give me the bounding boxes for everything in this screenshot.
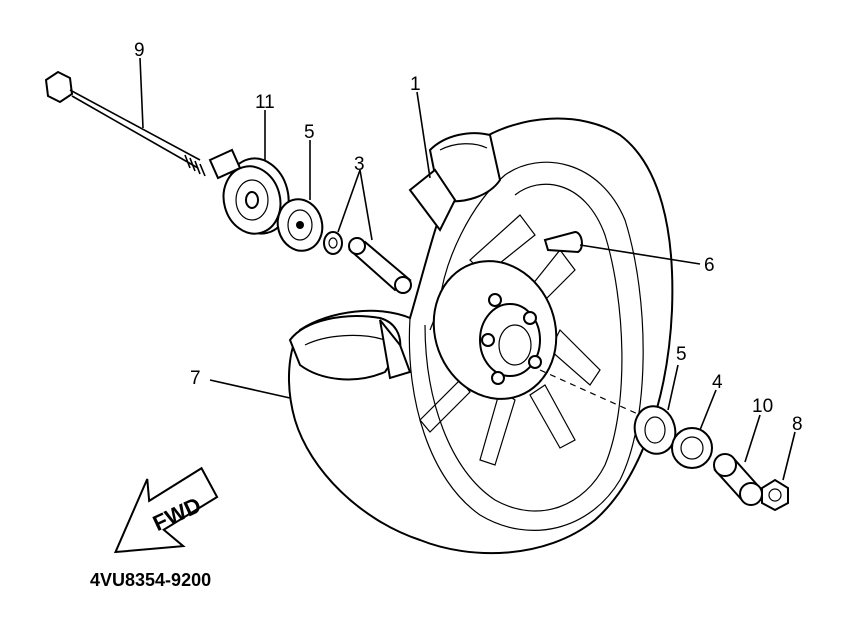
oil-seal-right [671, 389, 717, 469]
callout-5-right: 5 [676, 344, 687, 365]
wheel-hub [432, 260, 558, 400]
collar-left [348, 237, 412, 294]
callout-1: 1 [410, 74, 421, 95]
callout-10: 10 [752, 396, 773, 417]
callout-3: 3 [354, 154, 365, 175]
callout-11: 11 [255, 92, 275, 113]
callout-6: 6 [704, 255, 715, 276]
callout-8: 8 [792, 414, 803, 435]
callout-7: 7 [190, 368, 201, 389]
bearing-left [276, 140, 324, 252]
callout-5-left: 5 [304, 122, 315, 143]
meter-gear-assembly [208, 110, 290, 235]
bearing-right [633, 364, 679, 455]
valve-stem [543, 230, 701, 265]
callout-4: 4 [712, 372, 723, 393]
axle-bolt [44, 57, 206, 177]
forward-direction-arrow: FWD [113, 466, 219, 554]
collar-right [713, 414, 763, 506]
axle-nut [761, 431, 796, 512]
part-code: 4VU8354-9200 [90, 570, 211, 590]
oil-seal-left [323, 231, 343, 255]
callout-9: 9 [134, 40, 145, 61]
